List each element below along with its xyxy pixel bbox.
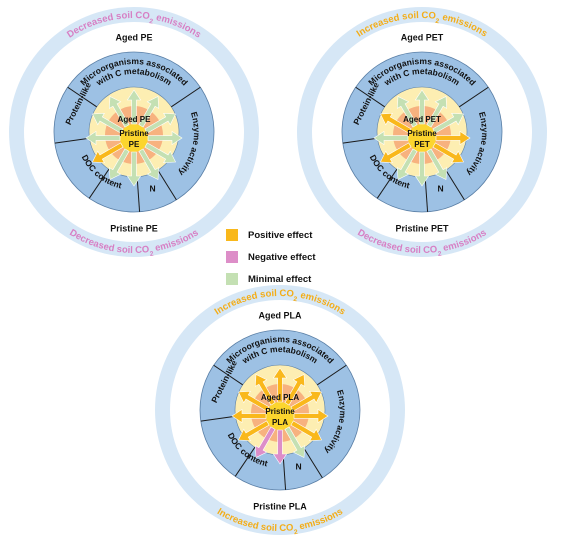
effect-arrow-positive [272,367,288,403]
effect-arrow-minimal [126,151,142,187]
legend-label-negative: Negative effect [248,251,316,263]
aged-plastic-label: Aged PLA [258,310,302,320]
sector-divider [88,169,110,199]
effect-arrow-minimal [284,426,306,459]
effect-arrow-positive [379,112,412,134]
sector-divider [282,454,287,490]
effect-arrow-positive [379,142,412,164]
core-aged-label: Aged PLA [261,393,299,402]
legend-label-positive: Positive effect [248,229,313,241]
effect-arrow-minimal [108,148,130,181]
center-disc [120,124,148,152]
effect-arrow-positive [284,373,306,406]
legend-item-negative: Negative effect [226,246,346,268]
sector-n: N [149,183,155,193]
legend-item-positive: Positive effect [226,224,346,246]
effect-arrow-minimal [138,95,160,128]
effect-arrow-positive [237,420,270,442]
legend: Positive effect Negative effect Minimal … [226,224,346,290]
sector-divider [171,86,201,108]
core-pristine-plastic: PE [129,140,140,149]
sector-divider [459,86,489,108]
core-pristine-label: Pristine [119,129,149,138]
core-aged-label: Aged PET [403,115,441,124]
sector-divider [200,415,236,422]
effect-arrow-positive [91,142,124,164]
effect-arrow-positive [293,408,329,424]
core-pristine-label: Pristine [407,129,437,138]
sector-divider [317,364,347,386]
effect-arrow-minimal [373,130,409,146]
effect-arrow-minimal [108,95,130,128]
effect-arrow-negative [254,426,276,459]
core-pristine-label: Pristine [265,407,295,416]
effect-arrow-minimal [396,95,418,128]
legend-label-minimal: Minimal effect [248,273,312,285]
effect-arrow-minimal [138,148,160,181]
effect-arrow-minimal [426,95,448,128]
center-disc [266,402,294,430]
core-aged-label: Aged PE [118,115,152,124]
core-pristine-plastic: PET [414,140,430,149]
sector-divider [376,169,398,199]
effect-arrow-minimal [147,130,183,146]
pristine-plastic-label: Pristine PLA [253,501,307,511]
effect-arrow-positive [254,373,276,406]
effect-arrow-positive [237,390,270,412]
effect-arrow-minimal [144,112,177,134]
sector-divider [136,176,141,212]
sector-n: N [437,183,443,193]
aged-plastic-label: Aged PE [115,32,152,42]
sector-n: N [295,461,301,471]
effect-arrow-positive [231,408,267,424]
effect-arrow-minimal [432,112,465,134]
sector-divider [424,176,429,212]
sector-divider [213,364,243,386]
sector-divider [445,169,465,201]
sector-divider [234,447,256,477]
negative-swatch [226,251,238,263]
center-disc [408,124,436,152]
effect-arrow-negative [272,429,288,465]
sector-divider [157,169,177,201]
sector-divider [342,137,378,144]
effect-arrow-positive [290,390,323,412]
effect-arrow-positive [432,142,465,164]
sector-divider [303,447,323,479]
effect-arrow-minimal [91,112,124,134]
pristine-plastic-label: Pristine PET [395,223,449,233]
effect-arrow-minimal [426,148,448,181]
core-pristine-plastic: PLA [272,418,288,427]
effect-arrow-minimal [396,148,418,181]
sector-divider [54,137,90,144]
legend-item-minimal: Minimal effect [226,268,346,290]
positive-swatch [226,229,238,241]
effect-arrow-minimal [414,89,430,125]
effect-arrow-positive [435,130,471,146]
effect-arrow-positive [290,420,323,442]
effect-arrow-minimal [126,89,142,125]
sector-divider [355,86,385,108]
effect-arrow-minimal [414,151,430,187]
effect-arrow-minimal [85,130,121,146]
effect-arrow-minimal [144,142,177,164]
aged-plastic-label: Aged PET [401,32,444,42]
pristine-plastic-label: Pristine PE [110,223,158,233]
sector-divider [67,86,97,108]
minimal-swatch [226,273,238,285]
